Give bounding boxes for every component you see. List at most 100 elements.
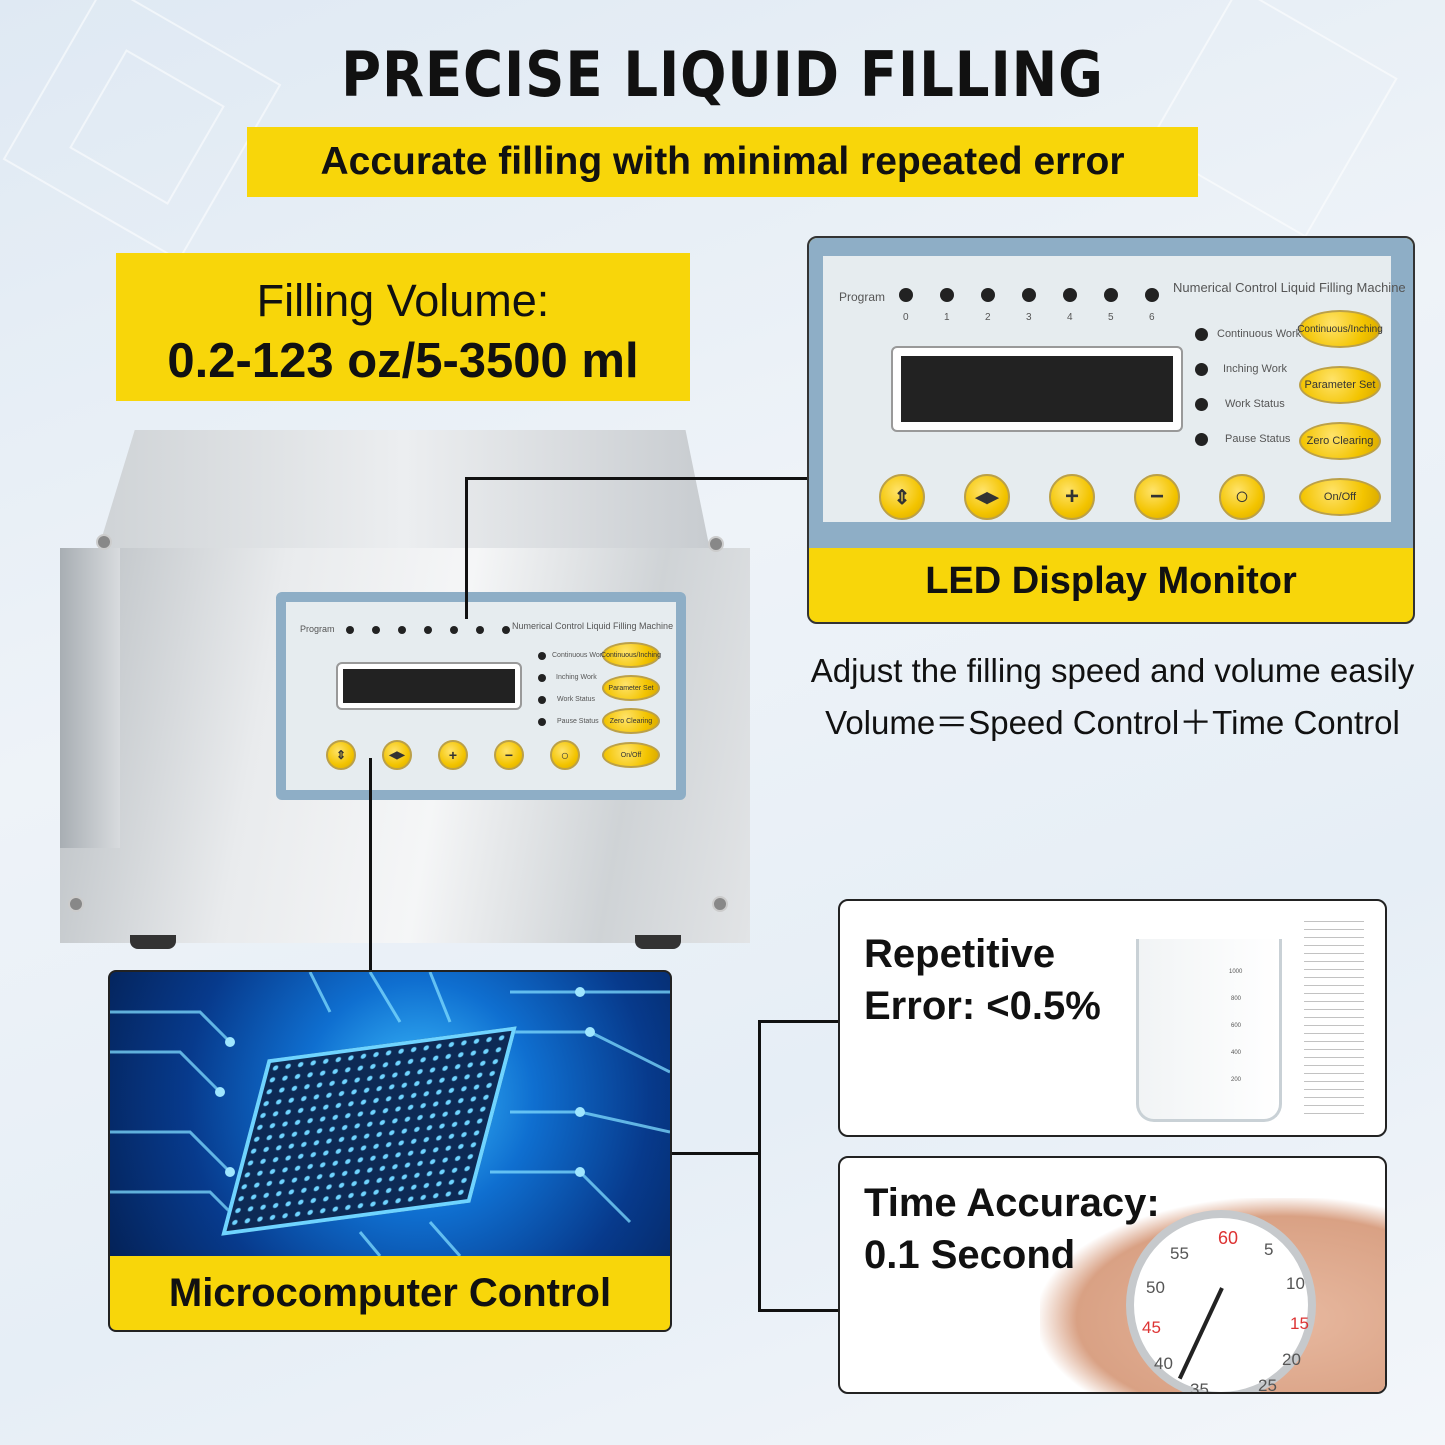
filling-volume-box: Filling Volume: 0.2-123 oz/5-3500 ml — [116, 253, 690, 401]
beaker-image: 1000 800 600 400 200 — [1136, 939, 1282, 1122]
machine-foot — [635, 935, 681, 949]
status-label-inching: Inching Work — [1223, 363, 1287, 375]
dial-number: 35 — [1190, 1380, 1209, 1394]
up-down-button[interactable]: ⇕ — [326, 740, 356, 770]
status-led — [538, 718, 546, 726]
machine-foot — [130, 935, 176, 949]
status-label-pause: Pause Status — [557, 718, 599, 725]
program-led — [398, 626, 406, 634]
beaker-mark: 400 — [1231, 1050, 1242, 1056]
machine-top — [98, 430, 710, 550]
connector-line — [369, 758, 372, 972]
stopwatch-image: 60 5 10 15 20 25 35 40 45 50 55 — [1126, 1210, 1316, 1394]
program-led — [424, 626, 432, 634]
program-number: 3 — [1026, 312, 1032, 323]
screw — [712, 896, 728, 912]
dial-number: 50 — [1146, 1278, 1165, 1297]
screw — [68, 896, 84, 912]
left-right-button[interactable]: ◀▶ — [382, 740, 412, 770]
left-right-button[interactable]: ◀▶ — [964, 474, 1010, 520]
page-title: PRECISE LIQUID FILLING — [341, 38, 1104, 111]
subtitle-banner: Accurate filling with minimal repeated e… — [247, 127, 1198, 197]
program-led — [1063, 288, 1077, 302]
plus-button[interactable]: + — [1049, 474, 1095, 520]
small-control-panel: Program Numerical Control Liquid Filling… — [276, 592, 686, 800]
subtitle-text: Accurate filling with minimal repeated e… — [320, 140, 1125, 183]
zero-clearing-button[interactable]: Zero Clearing — [602, 708, 660, 734]
stopwatch-hand — [1177, 1287, 1224, 1380]
on-off-button[interactable]: On/Off — [602, 742, 660, 768]
dial-number: 55 — [1170, 1244, 1189, 1263]
repetitive-error-callout: Repetitive Error: <0.5% 1000 800 600 400… — [838, 899, 1387, 1137]
program-number: 4 — [1067, 312, 1073, 323]
dial-number: 20 — [1282, 1350, 1301, 1369]
connector-line — [758, 1020, 838, 1023]
parameter-set-button[interactable]: Parameter Set — [602, 675, 660, 701]
filling-volume-label: Filling Volume: — [256, 275, 550, 326]
beaker-mark: 600 — [1231, 1023, 1242, 1029]
filling-machine-image: Program Numerical Control Liquid Filling… — [60, 430, 750, 950]
circuit-traces — [110, 972, 670, 1256]
program-label: Program — [839, 290, 886, 304]
program-led — [502, 626, 510, 634]
program-led — [372, 626, 380, 634]
program-led — [346, 626, 354, 634]
repetitive-error-line-2: Error: <0.5% — [864, 984, 1101, 1028]
parameter-set-button[interactable]: Parameter Set — [1299, 366, 1381, 404]
measuring-ruler — [1304, 921, 1364, 1121]
time-accuracy-line-2: 0.1 Second — [864, 1233, 1076, 1277]
confirm-button[interactable]: ○ — [550, 740, 580, 770]
repetitive-error-line-1: Repetitive — [864, 932, 1056, 976]
adjust-line-1: Adjust the filling speed and volume easi… — [810, 652, 1415, 689]
screw — [708, 536, 724, 552]
zero-clearing-button[interactable]: Zero Clearing — [1299, 422, 1381, 460]
status-label-continuous: Continuous Work — [1217, 328, 1302, 340]
beaker-mark: 800 — [1231, 996, 1242, 1002]
filling-volume-value: 0.2-123 oz/5-3500 ml — [167, 334, 639, 388]
machine-side — [60, 548, 120, 848]
background-hexagon — [1146, 0, 1398, 238]
machine-name-label: Numerical Control Liquid Filling Machine — [512, 621, 674, 631]
dial-number: 60 — [1218, 1228, 1239, 1248]
program-led — [981, 288, 995, 302]
minus-button[interactable]: − — [1134, 474, 1180, 520]
dial-number: 15 — [1290, 1314, 1309, 1333]
status-led — [538, 696, 546, 704]
connector-line — [465, 477, 810, 480]
connector-line — [758, 1020, 761, 1312]
status-led — [1195, 433, 1208, 446]
up-down-button[interactable]: ⇕ — [879, 474, 925, 520]
time-accuracy-line-1: Time Accuracy: — [864, 1181, 1160, 1225]
connector-line — [668, 1152, 760, 1155]
status-label-work: Work Status — [1225, 398, 1285, 410]
status-label-inching: Inching Work — [556, 674, 597, 681]
on-off-button[interactable]: On/Off — [1299, 478, 1381, 516]
program-number: 2 — [985, 312, 991, 323]
microcomputer-caption: Microcomputer Control — [110, 1256, 670, 1330]
dial-number: 25 — [1258, 1376, 1277, 1394]
program-led — [899, 288, 913, 302]
program-number: 6 — [1149, 312, 1155, 323]
adjust-description: Adjust the filling speed and volume easi… — [780, 645, 1445, 749]
beaker-mark: 200 — [1231, 1077, 1242, 1083]
program-led — [450, 626, 458, 634]
connector-line — [465, 477, 468, 619]
minus-button[interactable]: − — [494, 740, 524, 770]
plus-button[interactable]: + — [438, 740, 468, 770]
status-led — [1195, 363, 1208, 376]
confirm-button[interactable]: ○ — [1219, 474, 1265, 520]
dial-number: 5 — [1264, 1240, 1274, 1259]
program-number: 1 — [944, 312, 950, 323]
microcomputer-callout: Microcomputer Control — [108, 970, 672, 1332]
dial-number: 45 — [1142, 1318, 1161, 1337]
connector-line — [758, 1309, 838, 1312]
continuous-inching-button[interactable]: Continuous/Inching — [1297, 310, 1383, 348]
dial-number: 10 — [1286, 1274, 1305, 1293]
dial-number: 40 — [1154, 1354, 1173, 1373]
led-display-callout: Program Numerical Control Liquid Filling… — [807, 236, 1415, 624]
small-lcd-screen — [336, 662, 522, 710]
program-number: 0 — [903, 312, 909, 323]
status-led — [538, 674, 546, 682]
continuous-inching-button[interactable]: Continuous/Inching — [601, 642, 661, 668]
program-led — [476, 626, 484, 634]
